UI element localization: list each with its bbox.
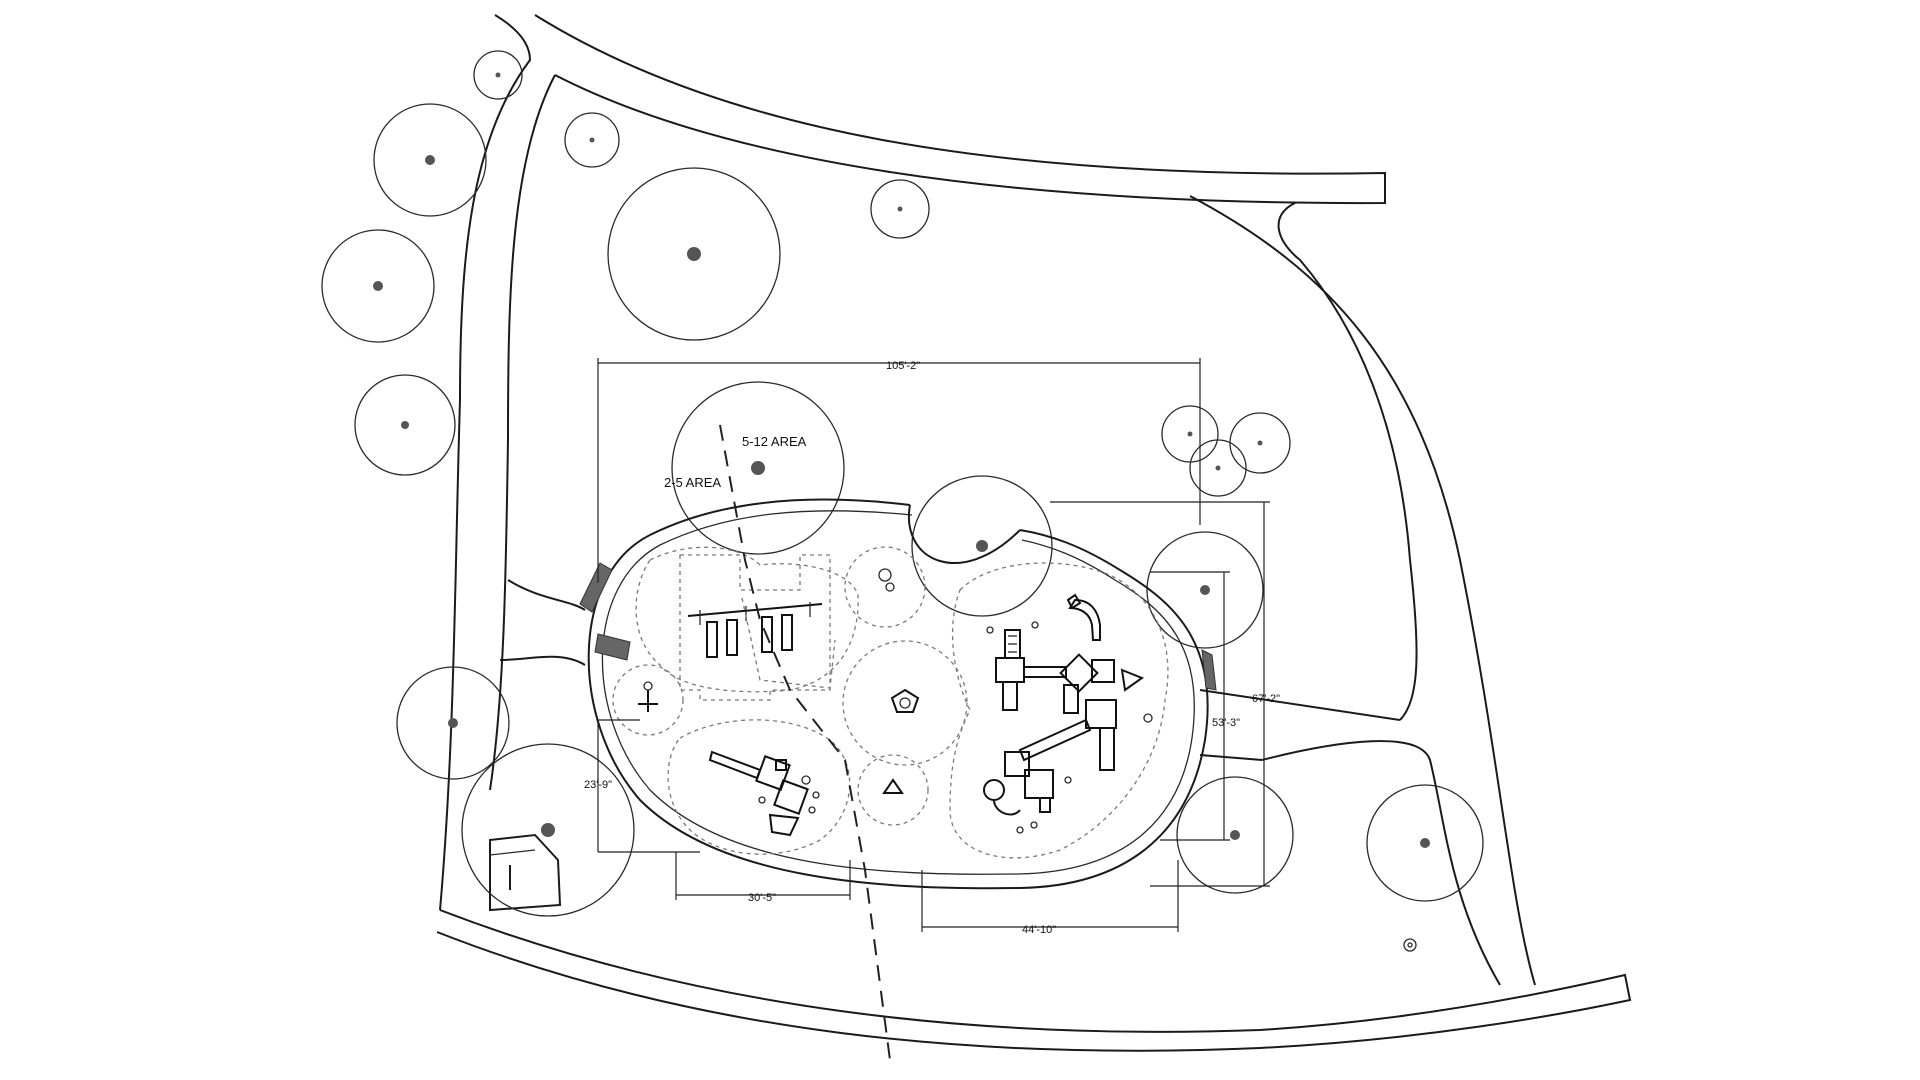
swing-set	[687, 602, 823, 658]
bottom-road	[436, 909, 1632, 1052]
left-spur-top	[507, 579, 586, 611]
spring-rider	[638, 681, 658, 712]
tree	[461, 743, 635, 917]
oval-outer	[587, 498, 1209, 890]
dim-bottom-right-width: 44'-10"	[1022, 924, 1056, 936]
trees	[321, 50, 1484, 952]
dimension-lines	[597, 358, 1270, 932]
tree	[1189, 439, 1247, 497]
zone-5-12-structure	[949, 562, 1169, 859]
tree	[911, 475, 1053, 617]
divider-inner-dashed	[741, 597, 836, 689]
tree	[373, 103, 487, 217]
tree	[473, 50, 523, 100]
dim-overall-height: 67'-2"	[1252, 693, 1280, 705]
tree	[671, 381, 845, 555]
tree	[354, 374, 456, 476]
building	[489, 833, 562, 912]
dim-overall-width: 105'-2"	[886, 360, 920, 372]
left-walkway-inner	[489, 74, 556, 791]
triangle-climber	[882, 778, 904, 794]
gate-left-top	[579, 562, 613, 613]
dim-bottom-left-width: 30'-5"	[748, 892, 776, 904]
center-feature	[890, 688, 920, 713]
right-connector-bottom	[1199, 754, 1263, 761]
zone-small-bottom	[857, 754, 929, 826]
equipment	[638, 554, 1153, 837]
tree	[1146, 531, 1264, 649]
site-marker	[1403, 938, 1417, 952]
gate-left-bottom	[594, 633, 631, 661]
playground-boundary	[587, 498, 1209, 890]
right-walkway-outer	[1189, 195, 1536, 986]
tree	[564, 112, 620, 168]
oval-inner	[601, 510, 1195, 875]
right-connector-top	[1199, 689, 1401, 721]
swing-pad	[679, 554, 831, 701]
label-2-5-area: 2-5 AREA	[664, 475, 721, 490]
zone-spinner	[844, 546, 926, 628]
left-spur-bottom	[499, 655, 586, 666]
tree	[396, 666, 510, 780]
structure-2-5	[708, 750, 820, 837]
tree	[1161, 405, 1219, 463]
gate-right	[1201, 649, 1217, 691]
top-road	[534, 14, 1386, 205]
age-area-divider	[719, 424, 891, 1061]
tree	[1176, 776, 1294, 894]
spinner	[878, 568, 895, 592]
tree	[1366, 784, 1484, 902]
swing-zone	[635, 546, 859, 693]
pathways	[436, 14, 1632, 1052]
dim-inner-height: 53'-3"	[1212, 717, 1240, 729]
tree	[870, 179, 930, 239]
zone-left-small	[612, 664, 684, 736]
tree	[1229, 412, 1291, 474]
right-walkway-inner	[1277, 202, 1418, 721]
right-spur	[1261, 740, 1501, 986]
tree	[321, 229, 435, 343]
zone-2-5-structure	[667, 719, 851, 855]
structure-5-12	[983, 593, 1153, 834]
building-roofline	[489, 849, 536, 856]
label-5-12-area: 5-12 AREA	[742, 434, 807, 449]
zone-center	[842, 640, 968, 766]
text-labels: 5-12 AREA 2-5 AREA 105'-2" 67'-2" 53'-3"…	[584, 360, 1280, 936]
oval-notch	[907, 504, 1021, 564]
play-zones	[612, 546, 1169, 859]
entry-gates	[579, 562, 1217, 691]
tree	[607, 167, 781, 341]
dim-left-height: 23'-9"	[584, 779, 612, 791]
